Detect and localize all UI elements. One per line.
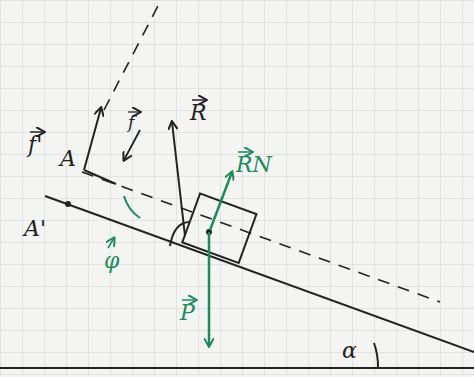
force-label: f: [128, 114, 134, 131]
force-label: P: [180, 302, 195, 324]
force-label: φ: [104, 250, 119, 272]
force-label: R: [190, 102, 207, 124]
force-label: f': [28, 134, 42, 156]
force-label: α: [342, 340, 357, 362]
force-label: RN: [236, 154, 272, 176]
force-label: A': [24, 218, 46, 240]
force-label: A: [60, 148, 76, 170]
